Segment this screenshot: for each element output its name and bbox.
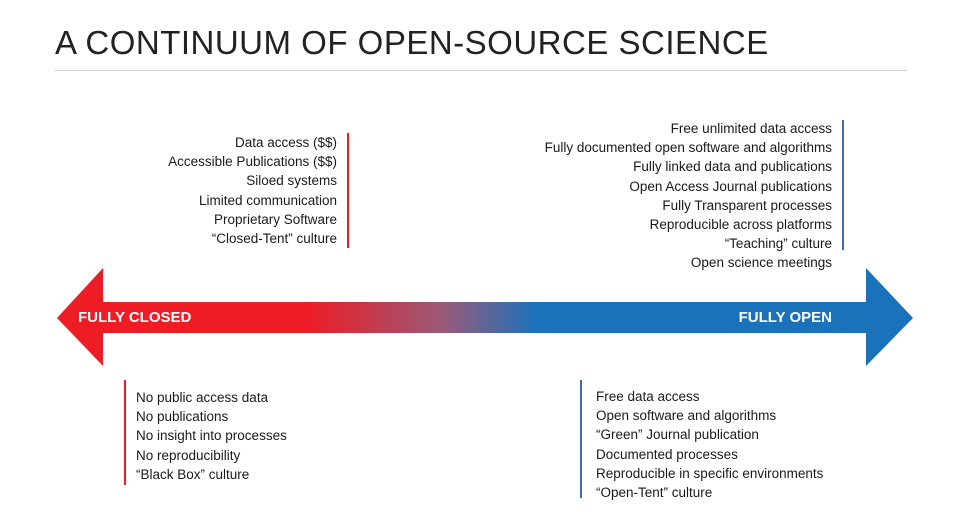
list-item: No publications (136, 409, 229, 425)
fully-closed-line (124, 380, 126, 485)
list-item: Fully linked data and publications (633, 159, 832, 175)
rocket-icon (570, 342, 592, 380)
list-item: Open software and algorithms (596, 408, 777, 424)
list-item: Free data access (596, 389, 700, 404)
rocket-icon (832, 248, 854, 286)
list-item: Limited communication (198, 192, 337, 208)
list-item: Documented processes (596, 446, 738, 462)
fully-closed-list: No public access data No publications No… (136, 388, 287, 484)
list-item: “Open-Tent” culture (596, 484, 713, 500)
list-item: Open science meetings (690, 255, 832, 271)
closed-tent-list: Data access ($$) Accessible Publications… (168, 133, 337, 248)
title-divider (55, 70, 907, 71)
list-item: Reproducible across platforms (649, 216, 832, 232)
list-item: Accessible Publications ($$) (168, 154, 337, 170)
open-tent-line (580, 380, 582, 498)
list-item: Open Access Journal publications (629, 178, 832, 194)
fully-open-label: FULLY OPEN (738, 309, 832, 326)
list-item: “Green” Journal publication (596, 427, 759, 443)
list-item: Proprietary Software (213, 211, 337, 227)
closed-tent-line (347, 133, 349, 248)
slide-title: A CONTINUUM OF OPEN-SOURCE SCIENCE (55, 24, 769, 61)
list-item: No reproducibility (136, 447, 241, 463)
list-item: No public access data (136, 390, 269, 405)
double-arrow-shape (57, 268, 913, 366)
rocket-icon (337, 246, 359, 284)
list-item: Data access ($$) (234, 135, 337, 150)
fully-open-list: Free unlimited data access Fully documen… (545, 119, 832, 273)
list-item: Free unlimited data access (670, 121, 832, 136)
list-item: Fully Transparent processes (662, 197, 832, 213)
fully-open-line (842, 120, 844, 250)
rocket-icon (0, 0, 11, 18)
list-item: “Closed-Tent” culture (211, 230, 337, 246)
open-tent-list: Free data access Open software and algor… (596, 387, 823, 502)
rocket-icon (114, 342, 136, 380)
list-item: Fully documented open software and algor… (544, 140, 832, 156)
list-item: “Teaching” culture (724, 236, 832, 252)
list-item: Siloed systems (246, 173, 337, 189)
list-item: “Black Box” culture (136, 466, 250, 482)
list-item: No insight into processes (136, 428, 287, 444)
fully-closed-label: FULLY CLOSED (78, 309, 192, 326)
list-item: Reproducible in specific environments (596, 465, 824, 481)
